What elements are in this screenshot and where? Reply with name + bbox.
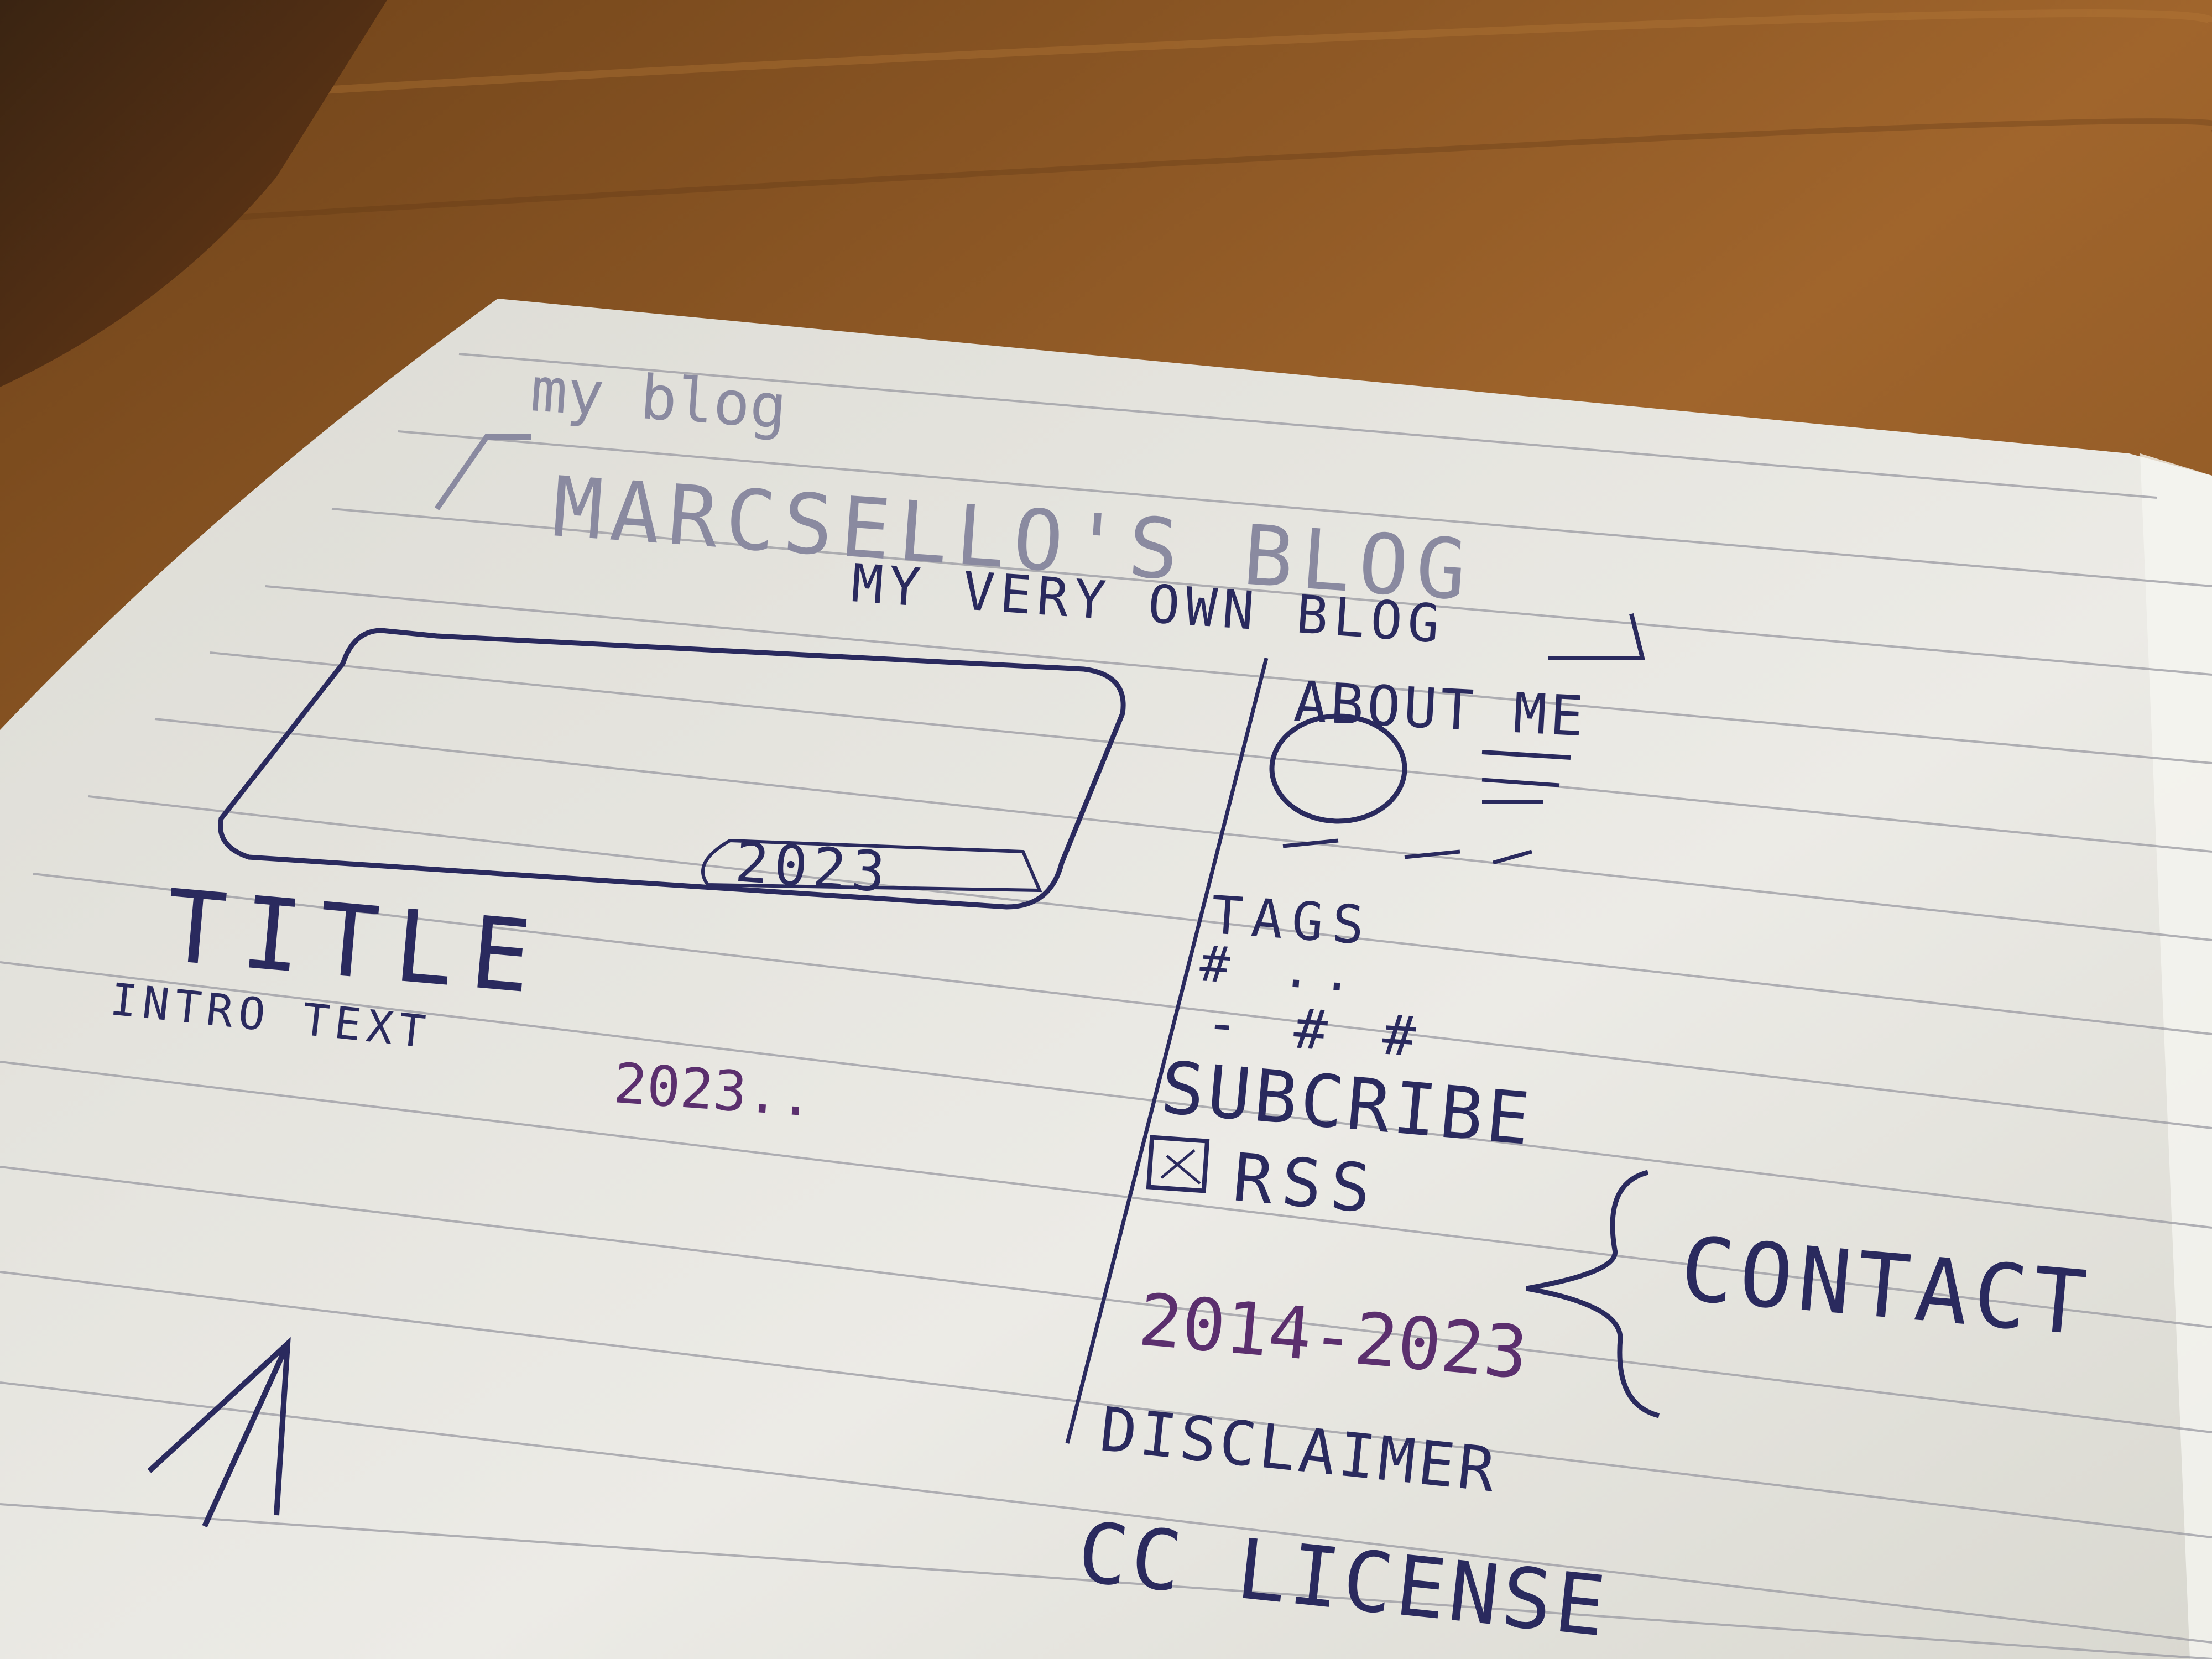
contact-brace xyxy=(1526,1170,1660,1418)
notebook-page xyxy=(0,299,2212,1659)
avatar xyxy=(1269,713,1407,824)
header-bracket-left xyxy=(434,434,531,510)
post-date: 2023.. xyxy=(611,1051,816,1130)
hero-date-pill xyxy=(701,838,1042,893)
ruled-lines xyxy=(0,353,2212,1659)
sidebar-divider xyxy=(1065,658,1269,1444)
hero-date: 2023 xyxy=(733,830,893,905)
hero-image-card xyxy=(218,628,1126,910)
header-bracket-right xyxy=(1548,613,1646,660)
wood-block xyxy=(0,0,387,387)
up-arrow xyxy=(147,1337,291,1528)
rss-icon xyxy=(1146,1135,1210,1193)
rss-label: RSS xyxy=(1229,1139,1383,1229)
